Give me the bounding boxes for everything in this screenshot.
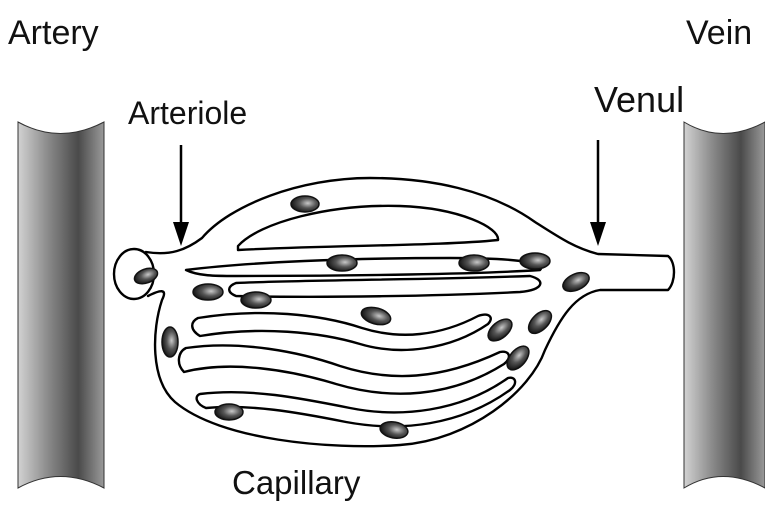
vein-label: Vein xyxy=(686,14,752,52)
blood-cell-icon xyxy=(520,253,550,269)
capillary-channel-5 xyxy=(179,345,509,393)
blood-cell-icon xyxy=(327,255,357,271)
arteriole-label: Arteriole xyxy=(128,95,247,131)
capillary-network xyxy=(114,178,674,446)
arteriole-arrow xyxy=(173,145,189,246)
blood-cell-icon xyxy=(484,315,516,345)
blood-cell-icon xyxy=(215,404,243,420)
venul-label: Venul xyxy=(594,79,684,120)
blood-cell-icon xyxy=(459,255,489,271)
vein-vessel-icon xyxy=(684,122,765,488)
blood-cell-icon xyxy=(379,420,409,441)
blood-cell-icon xyxy=(193,284,223,300)
blood-cell-icon xyxy=(241,292,271,308)
artery-label: Artery xyxy=(8,14,99,52)
down-arrow-icon xyxy=(173,222,189,246)
capillary-channel-6 xyxy=(197,378,515,427)
blood-cell-icon xyxy=(503,342,533,374)
artery-vessel-icon xyxy=(18,122,104,488)
blood-cell-icon xyxy=(291,196,319,212)
capillary-channel-4 xyxy=(192,313,491,350)
blood-cell-icon xyxy=(162,327,178,357)
venul-arrow xyxy=(590,140,606,246)
down-arrow-icon xyxy=(590,222,606,246)
blood-cell-icon xyxy=(359,304,392,327)
blood-cell-icon xyxy=(524,306,555,337)
blood-cell-icon xyxy=(560,269,592,295)
capillary-channel-3 xyxy=(229,276,540,297)
capillary-channel-1 xyxy=(238,206,498,250)
capillary-label: Capillary xyxy=(232,464,361,501)
